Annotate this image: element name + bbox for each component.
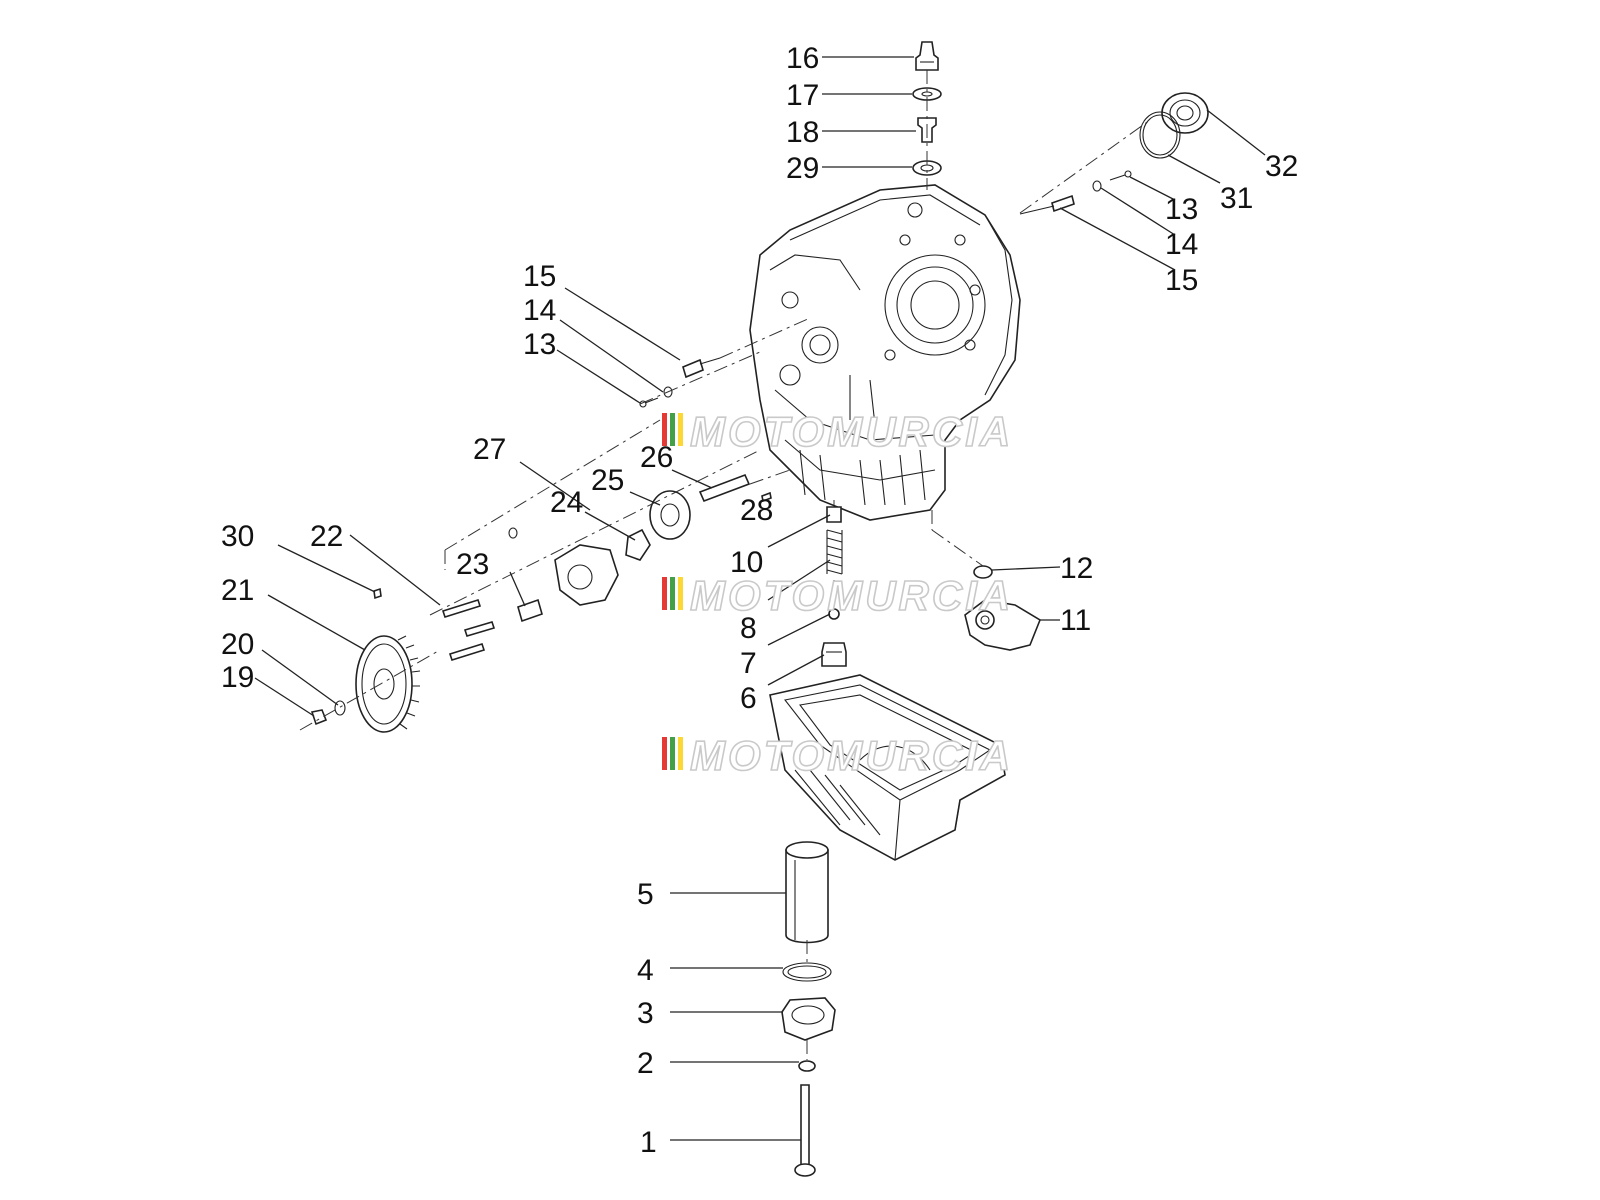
top-stack-parts <box>912 41 942 176</box>
watermark-1: MOTOMURCIA <box>662 407 1013 456</box>
watermark-3: MOTOMURCIA <box>662 731 1013 780</box>
callout-28: 28 <box>740 494 773 527</box>
callout-14-right: 14 <box>1165 228 1198 261</box>
callout-1: 1 <box>640 1126 657 1159</box>
callout-5: 5 <box>637 878 654 911</box>
callout-labels: 16 17 18 29 32 31 13 14 15 12 11 15 14 1… <box>221 42 1298 1159</box>
callout-6: 6 <box>740 682 757 715</box>
callout-3: 3 <box>637 997 654 1030</box>
watermark-text: MOTOMURCIA <box>690 572 1013 619</box>
callout-19: 19 <box>221 661 254 694</box>
callout-29: 29 <box>786 152 819 185</box>
callout-30: 30 <box>221 520 254 553</box>
callout-11: 11 <box>1060 604 1091 637</box>
callout-14-left: 14 <box>523 294 556 327</box>
crankcase <box>749 184 1021 521</box>
callout-15-left: 15 <box>523 260 556 293</box>
callout-7: 7 <box>740 647 757 680</box>
oil-pump-parts <box>310 357 772 733</box>
callout-31: 31 <box>1220 182 1253 215</box>
callout-12: 12 <box>1060 552 1093 585</box>
callout-2: 2 <box>637 1047 654 1080</box>
callout-17: 17 <box>786 79 819 112</box>
callout-10: 10 <box>730 546 763 579</box>
oil-filter-parts <box>781 841 836 1177</box>
callout-20: 20 <box>221 628 254 661</box>
callout-15-right: 15 <box>1165 264 1198 297</box>
oil-sump <box>769 674 1006 861</box>
leader-lines <box>254 56 1266 1141</box>
callout-8: 8 <box>740 612 757 645</box>
callout-27: 27 <box>473 433 506 466</box>
callout-21: 21 <box>221 574 254 607</box>
callout-16: 16 <box>786 42 819 75</box>
callout-4: 4 <box>637 954 654 987</box>
callout-23: 23 <box>456 548 489 581</box>
callout-18: 18 <box>786 116 819 149</box>
callout-32: 32 <box>1265 150 1298 183</box>
callout-24: 24 <box>550 486 583 519</box>
callout-13-right: 13 <box>1165 193 1198 226</box>
callout-13-left: 13 <box>523 328 556 361</box>
relief-valve-parts <box>821 506 847 667</box>
right-side-parts <box>964 92 1209 651</box>
assembly-axes <box>299 70 1151 1060</box>
watermark-text: MOTOMURCIA <box>690 408 1013 455</box>
callout-25: 25 <box>591 464 624 497</box>
callout-22: 22 <box>310 520 343 553</box>
watermark-text: MOTOMURCIA <box>690 732 1013 779</box>
watermark-2: MOTOMURCIA <box>662 571 1013 620</box>
callout-26: 26 <box>640 441 673 474</box>
